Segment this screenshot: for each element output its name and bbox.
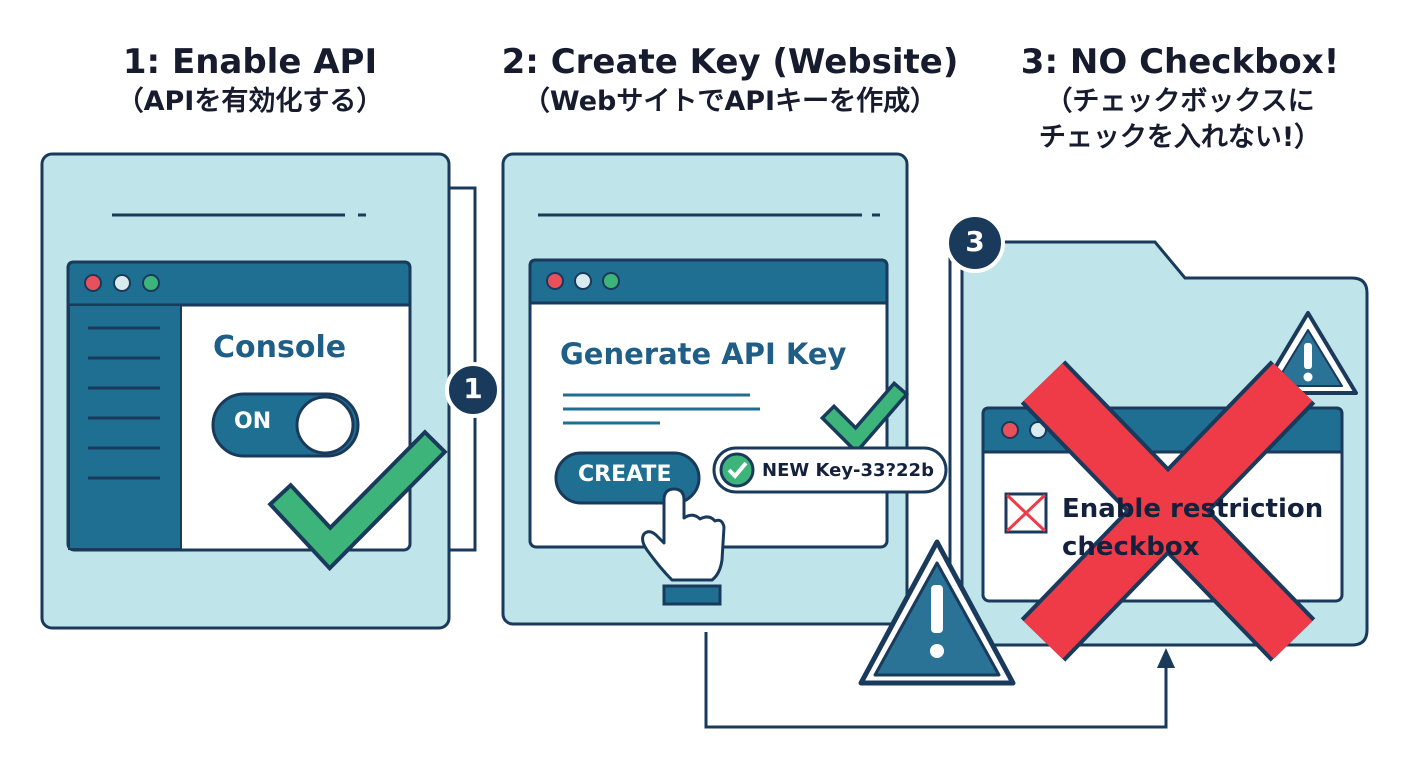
step-1-badge-number: 1	[463, 372, 483, 405]
console-title: Console	[213, 330, 347, 365]
window-minimize-dot	[1029, 421, 1047, 439]
step-3-badge-number: 3	[965, 225, 985, 258]
generate-key-titlebar	[528, 258, 889, 305]
step-1-panel	[40, 152, 451, 630]
generate-key-title: Generate API Key	[560, 337, 847, 371]
key-success-icon	[719, 452, 755, 488]
pointer-hand-icon	[641, 487, 726, 606]
sidebar-lines	[88, 326, 160, 480]
toggle-knob	[295, 395, 355, 455]
toggle-label: ON	[234, 409, 272, 434]
checkbox-cross-line	[1005, 493, 1047, 533]
step-1-heading: 1: Enable API （APIを有効化する）	[60, 40, 440, 120]
step-3-heading: 3: NO Checkbox! （チェックボックスに チェックを入れない!）	[990, 40, 1370, 156]
restriction-label-line1: Enable restriction	[1062, 494, 1324, 524]
window-minimize-dot	[574, 272, 592, 290]
step-1-badge	[445, 362, 501, 418]
window-close-dot	[546, 272, 564, 290]
connector-arrowhead	[1157, 648, 1175, 668]
step-1-title: 1: Enable API	[122, 42, 378, 82]
window-close-dot	[1001, 421, 1019, 439]
console-window	[66, 260, 412, 552]
console-sidebar	[68, 304, 182, 550]
window-maximize-dot	[602, 272, 620, 290]
step-2-title: 2: Create Key (Website)	[501, 42, 959, 82]
step-2-heading: 2: Create Key (Website) （WebサイトでAPIキーを作成…	[470, 40, 990, 120]
step-3-panel	[960, 240, 1369, 647]
new-key-text: NEW Key-33?22b	[762, 460, 934, 481]
step-3-subtitle-line1: （チェックボックスに	[1045, 86, 1315, 117]
check-icon	[824, 385, 905, 450]
step-3-subtitle-line2: チェックを入れない!）	[1038, 122, 1322, 153]
create-button-label: CREATE	[578, 462, 672, 487]
new-key-chip	[712, 446, 948, 494]
step-2-subtitle: （WebサイトでAPIキーを作成）	[522, 86, 938, 117]
warning-icon-large	[858, 539, 1016, 686]
hand-cuff	[662, 584, 722, 606]
window-close-dot	[84, 274, 102, 292]
restriction-label-line2: checkbox	[1062, 532, 1200, 562]
step-1-subtitle: （APIを有効化する）	[116, 86, 384, 117]
connector-loop	[704, 632, 1168, 729]
description-lines	[563, 393, 760, 425]
create-button[interactable]	[554, 451, 701, 505]
console-titlebar	[66, 260, 412, 307]
step-3-badge	[945, 213, 1005, 273]
warning-icon-small	[1258, 311, 1358, 395]
window-maximize-dot	[142, 274, 160, 292]
step-2-panel	[501, 152, 948, 626]
key-success-check	[727, 461, 748, 479]
window-minimize-dot	[113, 274, 131, 292]
step-3-title: 3: NO Checkbox!	[1020, 42, 1340, 82]
prohibited-x-icon	[1020, 360, 1316, 662]
check-icon	[273, 435, 442, 566]
